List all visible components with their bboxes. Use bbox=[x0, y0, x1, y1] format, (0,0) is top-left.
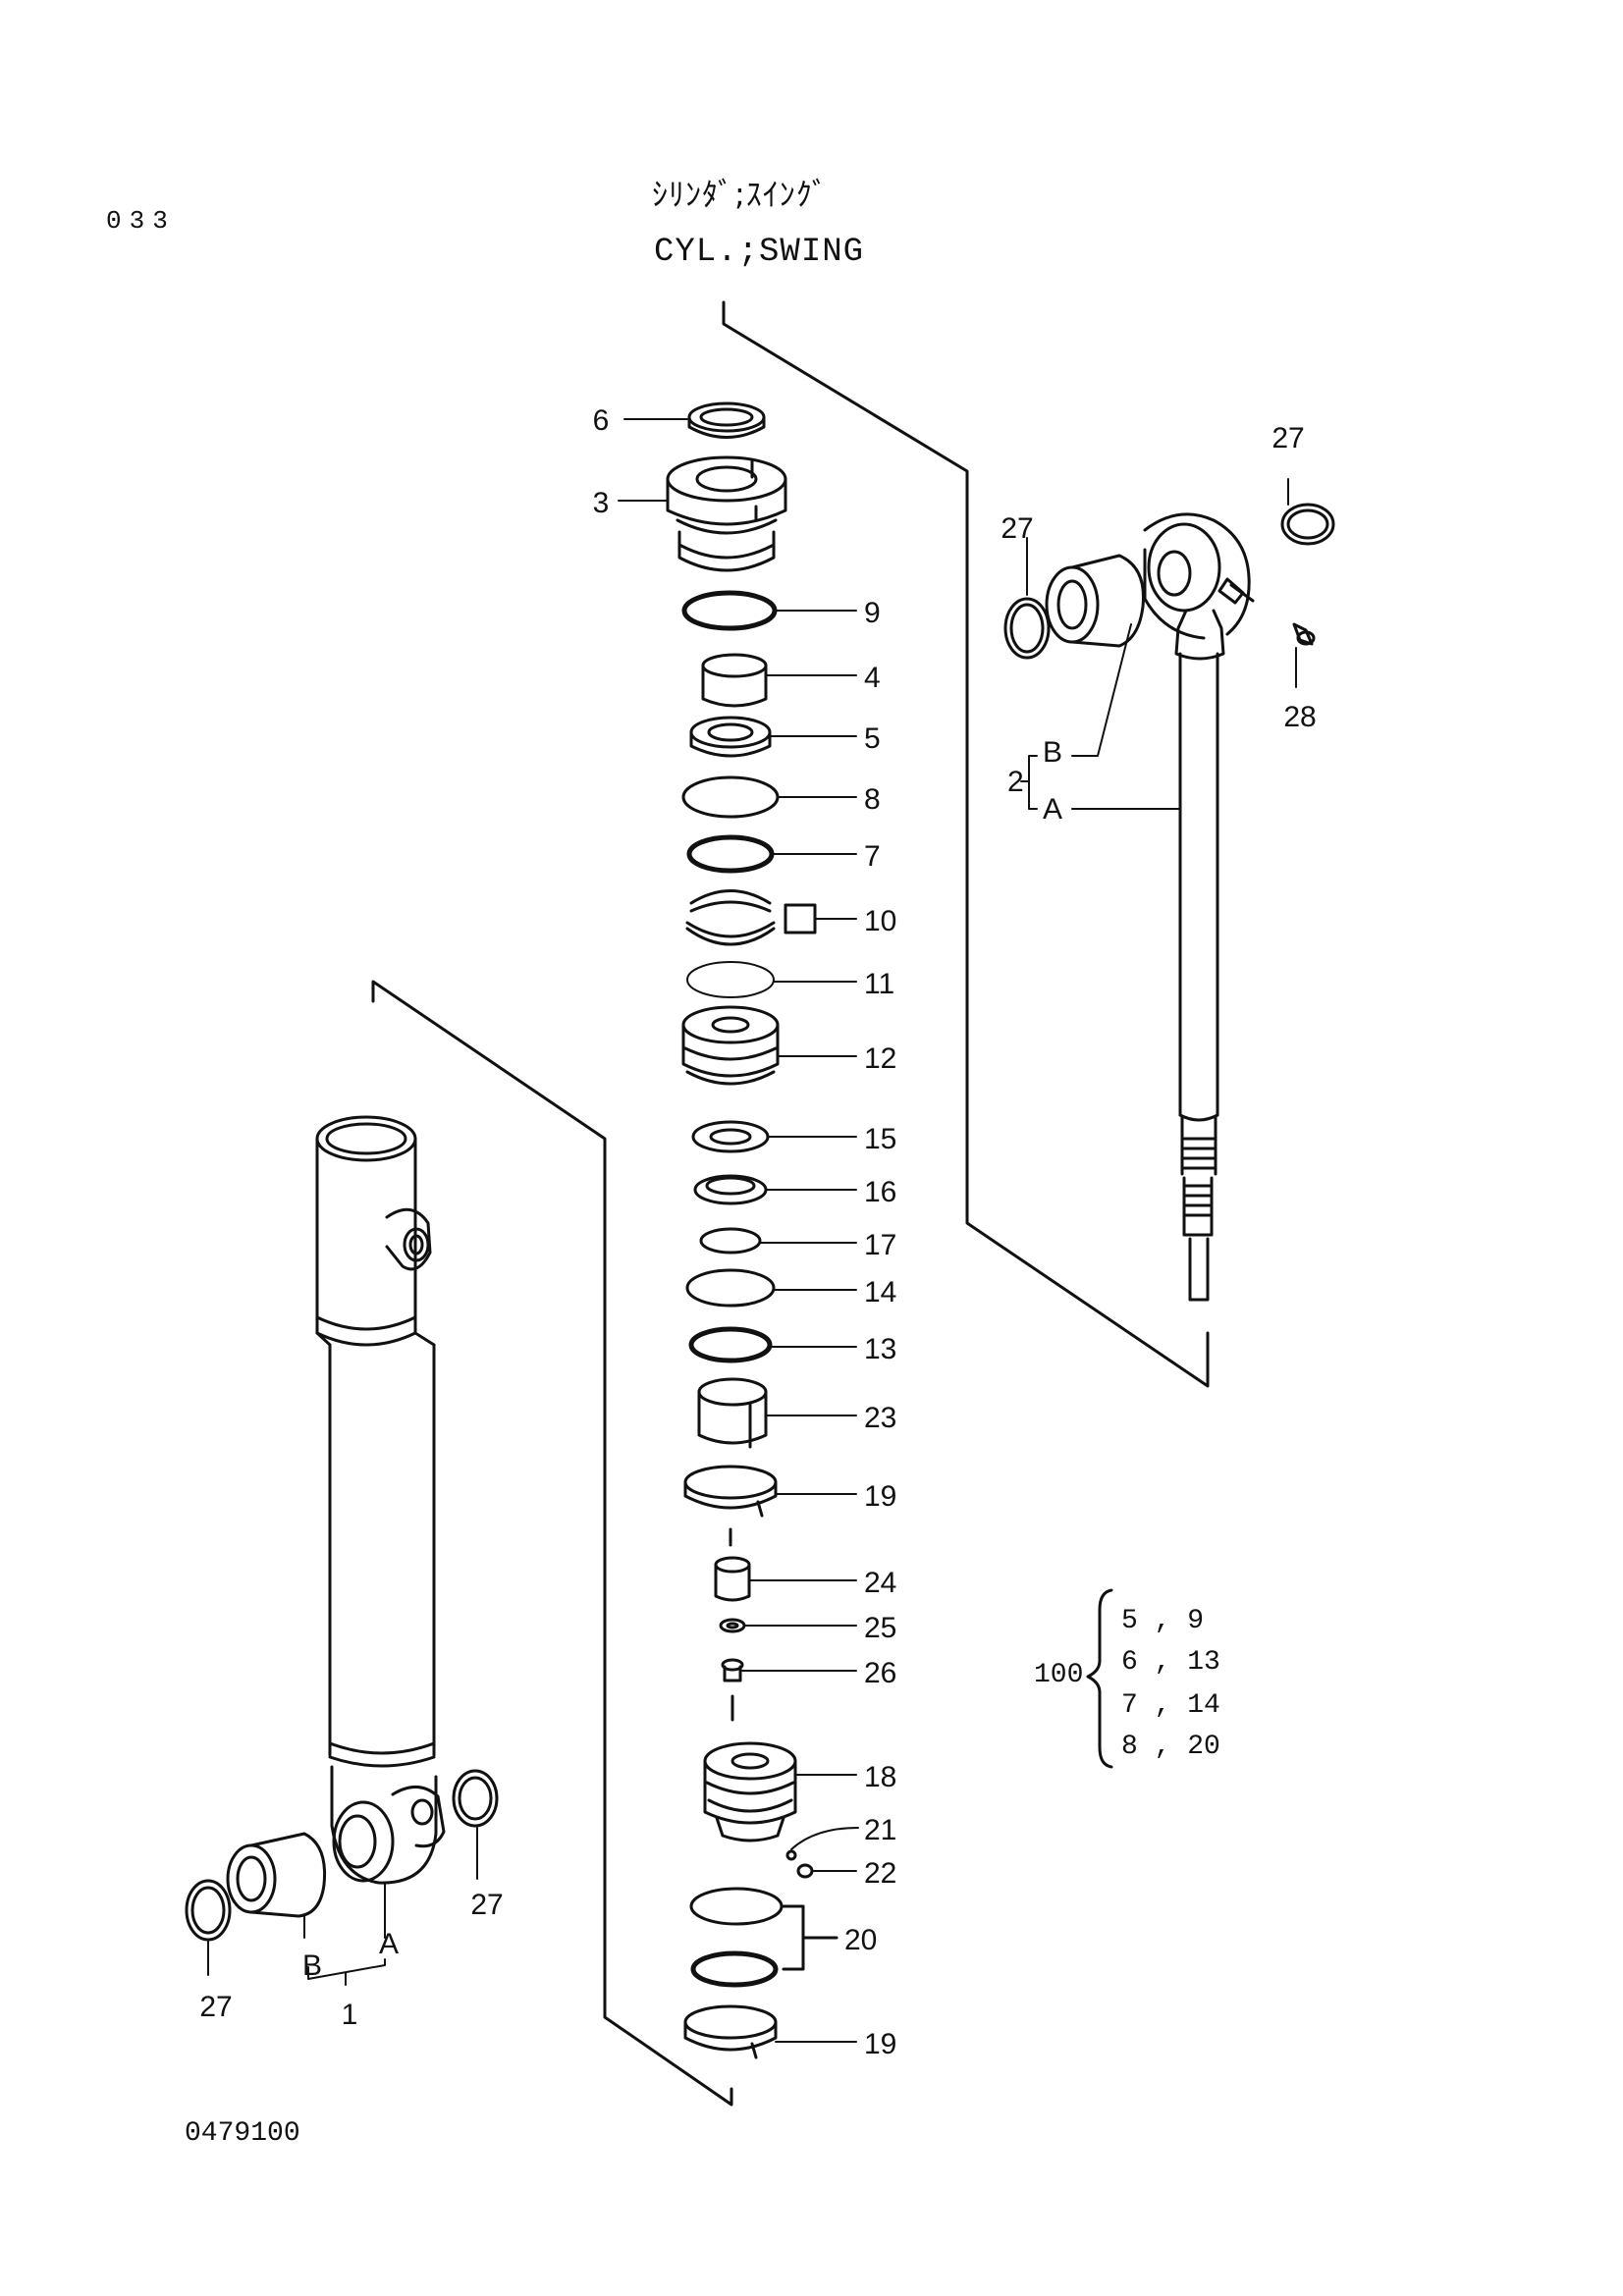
callout-12: 12 bbox=[864, 1042, 896, 1075]
kit-entry: 5 , 9 bbox=[1121, 1606, 1205, 1636]
callout-19: 19 bbox=[864, 1480, 896, 1513]
kit-brace bbox=[1086, 1588, 1113, 1769]
part-20-bracket bbox=[782, 1904, 839, 1971]
part-20-o-ring bbox=[690, 1950, 779, 1988]
part-27-shim bbox=[1003, 597, 1051, 660]
callout-28: 28 bbox=[1283, 701, 1316, 733]
callout-22: 22 bbox=[864, 1857, 896, 1890]
callout-26: 26 bbox=[864, 1657, 896, 1689]
callout-24: 24 bbox=[864, 1567, 896, 1599]
kit-entry: 8 , 20 bbox=[1121, 1732, 1220, 1762]
kit-label: 100 bbox=[1034, 1660, 1084, 1690]
callout-27: 27 bbox=[1001, 512, 1033, 545]
callout-1: 1 bbox=[342, 1999, 358, 2031]
part-27-shim bbox=[1280, 503, 1335, 546]
part-19-wear-ring bbox=[683, 1465, 778, 1518]
title-japanese: ｼﾘﾝﾀﾞ;ｽｲﾝｸﾞ bbox=[652, 176, 829, 213]
callout-27: 27 bbox=[470, 1889, 503, 1921]
part-4-bushing bbox=[701, 653, 768, 708]
part-3-cylinder-head bbox=[666, 455, 787, 572]
part-22-set-screw bbox=[796, 1863, 814, 1879]
callout-16: 16 bbox=[864, 1176, 896, 1208]
part-7-seal bbox=[686, 834, 775, 874]
callout-5: 5 bbox=[864, 722, 881, 755]
part-20-ring bbox=[689, 1887, 784, 1926]
part-9-o-ring bbox=[681, 590, 778, 631]
callout-25: 25 bbox=[864, 1612, 896, 1644]
part-6-wiper-ring bbox=[687, 401, 766, 439]
part-1a-cylinder-tube bbox=[315, 1115, 446, 1885]
kit-entry: 6 , 13 bbox=[1121, 1647, 1220, 1678]
part-2a-piston-rod bbox=[1143, 512, 1255, 1302]
part-21-ball bbox=[785, 1849, 797, 1861]
page-number: 033 bbox=[106, 206, 176, 236]
part-5-packing bbox=[689, 716, 772, 758]
part-8-backup-ring bbox=[681, 775, 780, 819]
callout-8: 8 bbox=[864, 783, 881, 816]
callout-2b: B bbox=[1043, 736, 1062, 769]
part-23-bushing bbox=[697, 1377, 768, 1449]
part-25-washer bbox=[719, 1618, 746, 1633]
title-english: CYL.;SWING bbox=[654, 234, 865, 271]
tube-leader-lines bbox=[207, 1827, 478, 1986]
part-15-wear-ring bbox=[691, 1120, 770, 1153]
projection-line bbox=[371, 980, 733, 2107]
part-24-nut bbox=[714, 1556, 751, 1602]
callout-18: 18 bbox=[864, 1761, 896, 1793]
part-12-piston bbox=[681, 1005, 780, 1086]
center-leader-lines bbox=[618, 418, 859, 2043]
callout-1b: B bbox=[302, 1949, 322, 1982]
callout-2a: A bbox=[1043, 793, 1062, 826]
callout-1a: A bbox=[379, 1928, 399, 1960]
callout-10: 10 bbox=[864, 905, 896, 937]
part-27-shim bbox=[452, 1769, 499, 1828]
callout-20: 20 bbox=[844, 1924, 877, 1956]
part-10-split-rings bbox=[685, 889, 817, 946]
part-13-o-ring bbox=[688, 1326, 773, 1363]
callout-19: 19 bbox=[864, 2028, 896, 2060]
callout-23: 23 bbox=[864, 1402, 896, 1434]
callout-14: 14 bbox=[864, 1276, 896, 1308]
kit-entry: 7 , 14 bbox=[1121, 1690, 1220, 1721]
part-18-piston-nut bbox=[703, 1741, 797, 1842]
part-17-small-ring bbox=[699, 1227, 762, 1255]
part-11-ring bbox=[686, 961, 775, 998]
callout-21: 21 bbox=[864, 1814, 896, 1846]
part-28-grease-fitting bbox=[1292, 622, 1316, 646]
callout-17: 17 bbox=[864, 1229, 896, 1261]
drawing-number: 0479100 bbox=[185, 2118, 300, 2149]
rod-leader-lines bbox=[1020, 478, 1297, 810]
callout-11: 11 bbox=[864, 968, 894, 1000]
callout-15: 15 bbox=[864, 1123, 896, 1155]
part-1b-bushing bbox=[226, 1832, 327, 1918]
callout-4: 4 bbox=[864, 662, 881, 694]
part-26-screw bbox=[721, 1658, 744, 1682]
callout-7: 7 bbox=[864, 840, 881, 873]
projection-line bbox=[722, 300, 1210, 1388]
callout-6: 6 bbox=[593, 404, 610, 437]
part-14-ring bbox=[685, 1268, 776, 1308]
callout-3: 3 bbox=[593, 487, 610, 519]
callout-9: 9 bbox=[864, 597, 881, 629]
part-16-ring bbox=[693, 1174, 768, 1205]
callout-13: 13 bbox=[864, 1333, 896, 1365]
callout-27: 27 bbox=[199, 1991, 232, 2023]
part-19-wear-ring bbox=[683, 2004, 778, 2059]
part-27-shim bbox=[185, 1879, 232, 1942]
callout-27: 27 bbox=[1271, 422, 1304, 454]
callout-2: 2 bbox=[1007, 766, 1024, 798]
